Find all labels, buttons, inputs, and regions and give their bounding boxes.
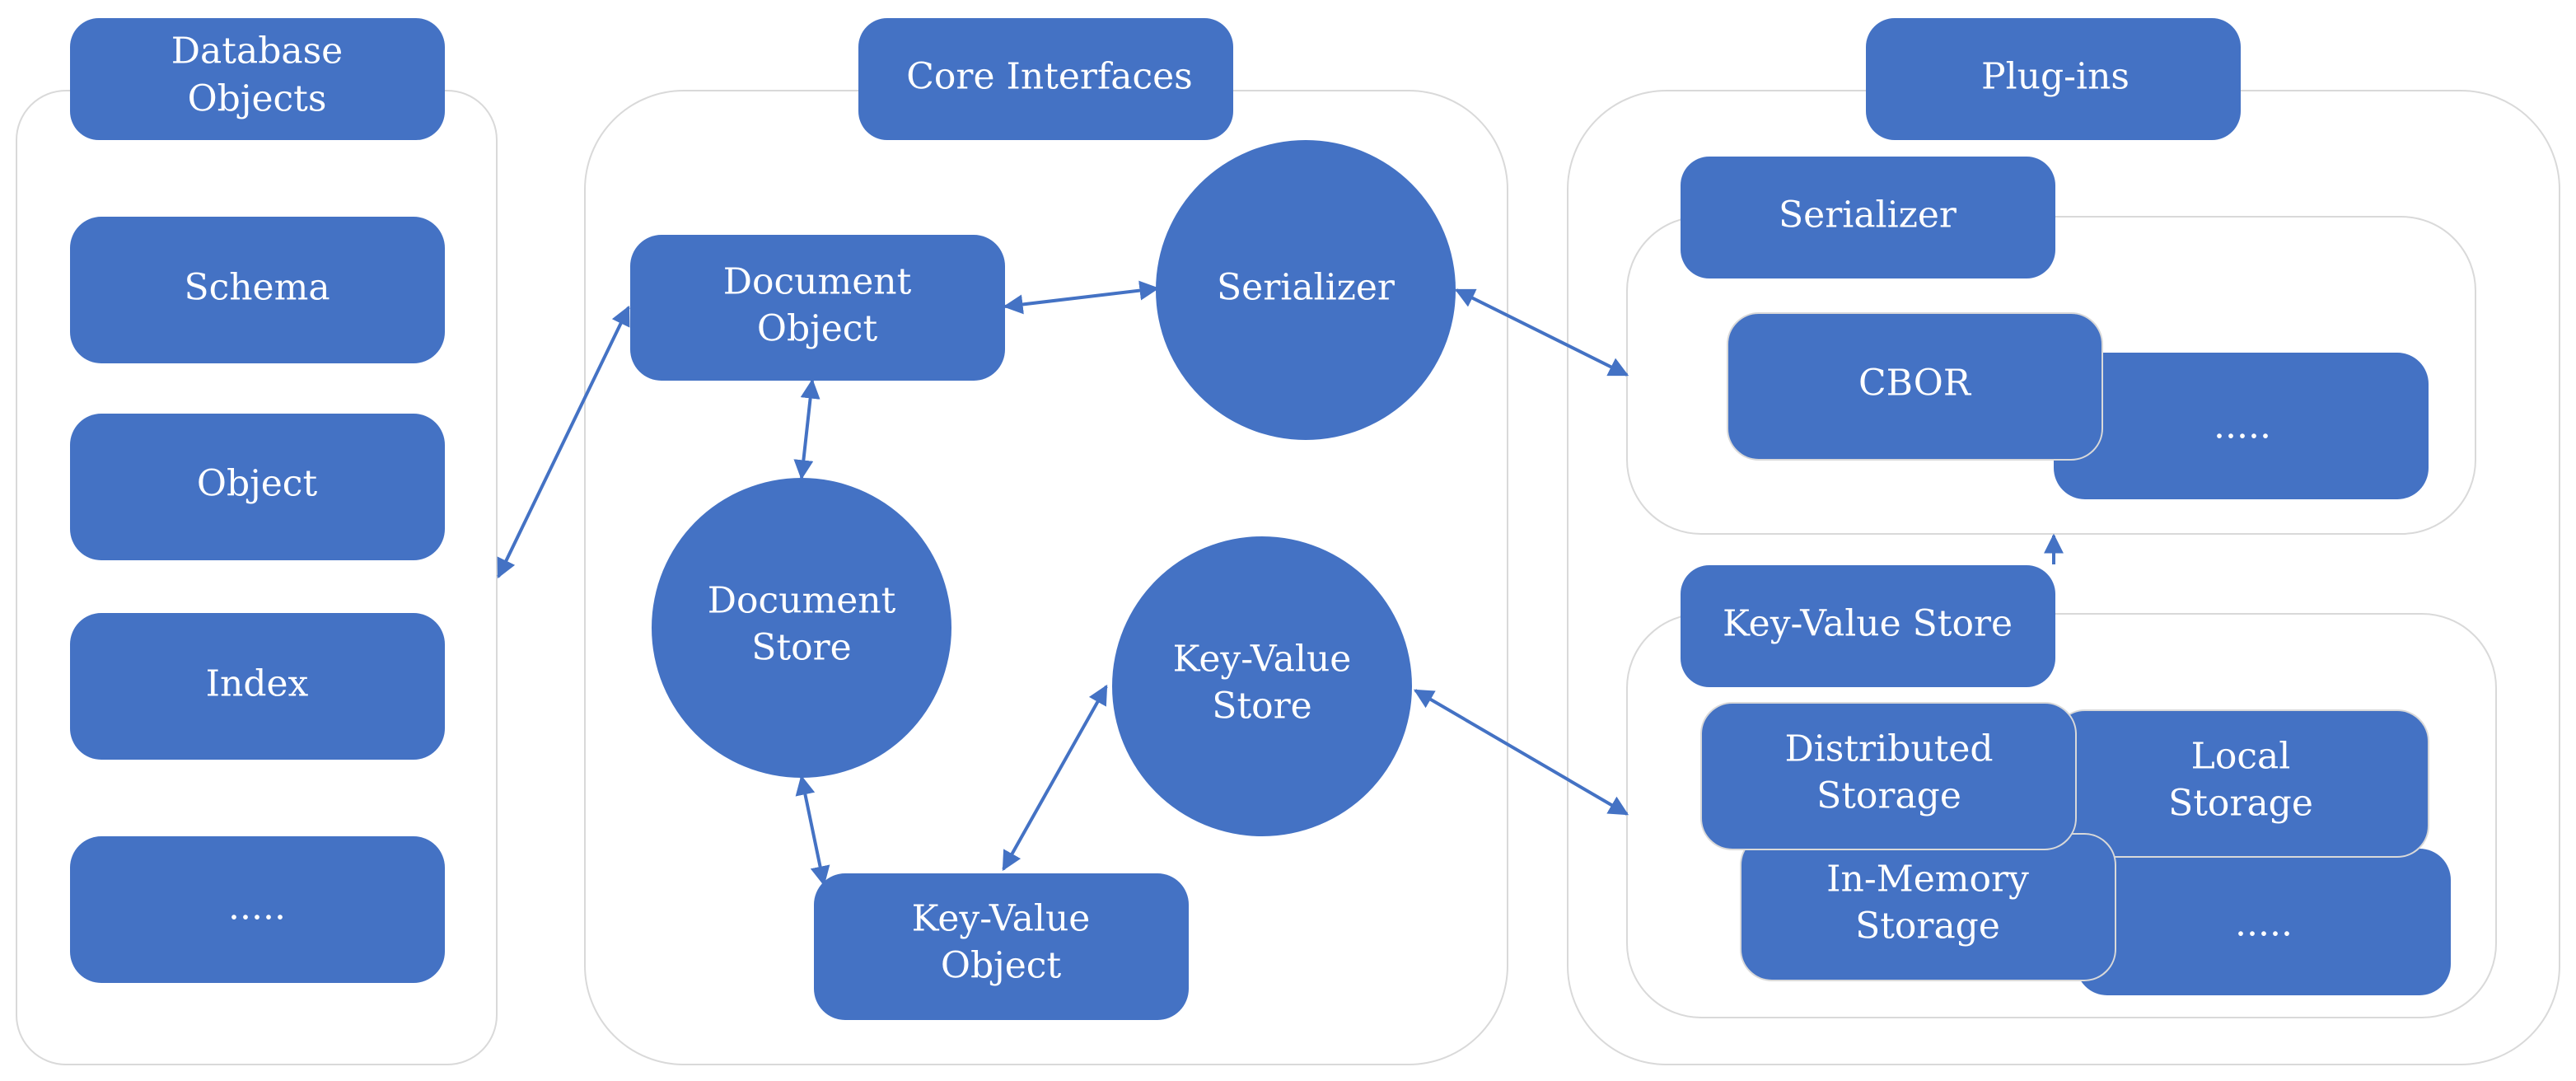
kv-more-label: ..... — [2235, 903, 2293, 945]
database-objects-more-node: ..... — [70, 836, 445, 983]
document-store-line2: Store — [751, 627, 851, 669]
database-objects-title-node: Database Objects — [70, 18, 445, 140]
connector-kvstore-plugins — [1413, 689, 1629, 816]
distributed-storage-node: Distributed Storage — [1700, 702, 2077, 850]
distributed-storage-line1: Distributed — [1784, 728, 1993, 770]
key-value-store-line2: Store — [1212, 686, 1311, 728]
index-label: Index — [206, 663, 309, 705]
object-node: Object — [70, 414, 445, 560]
distributed-storage-line2: Storage — [1816, 775, 1961, 817]
kv-plugins-container — [1626, 613, 2497, 1018]
serializer-label: Serializer — [1217, 267, 1396, 309]
connector-serializer-plugins — [1454, 288, 1629, 377]
connector-dbobjects-docobject — [497, 305, 630, 579]
in-memory-storage-line2: Storage — [1855, 906, 2000, 948]
document-object-line2: Object — [757, 308, 878, 350]
database-objects-title-line2: Objects — [188, 78, 327, 120]
in-memory-storage-node: In-Memory Storage — [1740, 833, 2116, 981]
database-objects-title-line1: Database — [171, 30, 343, 73]
document-store-line1: Document — [708, 580, 896, 622]
schema-label: Schema — [184, 267, 330, 309]
plugins-title-label: Plug-ins — [1981, 56, 2130, 98]
key-value-object-node: Key-Value Object — [814, 873, 1189, 1020]
index-node: Index — [70, 613, 445, 760]
serializer-plugins-title-node: Serializer — [1681, 157, 2055, 278]
key-value-store-node: Key-Value Store — [1112, 536, 1412, 836]
cbor-label: CBOR — [1858, 363, 1972, 405]
kv-plugins-title-label: Key-Value Store — [1723, 603, 2013, 645]
object-label: Object — [197, 463, 318, 505]
cbor-node: CBOR — [1727, 312, 2103, 461]
core-interfaces-title-node: Core Interfaces — [858, 18, 1233, 140]
connector-docobject-docstore — [793, 378, 820, 480]
document-object-line1: Document — [723, 261, 912, 303]
key-value-store-line1: Key-Value — [1173, 639, 1352, 681]
kv-plugins-title-node: Key-Value Store — [1681, 565, 2055, 687]
plugins-title-node: Plug-ins — [1866, 18, 2241, 140]
connector-docobject-serializer — [1003, 280, 1160, 315]
serializer-plugins-title-label: Serializer — [1779, 194, 1957, 236]
kv-more-node: ..... — [2076, 849, 2451, 995]
database-objects-more-label: ..... — [228, 887, 286, 929]
serializer-more-label: ..... — [2214, 405, 2271, 447]
core-interfaces-title-label: Core Interfaces — [906, 56, 1192, 98]
local-storage-node: Local Storage — [2053, 709, 2429, 858]
serializer-more-node: ..... — [2054, 353, 2429, 499]
in-memory-storage-line1: In-Memory — [1826, 859, 2029, 901]
document-object-node: Document Object — [630, 235, 1005, 381]
local-storage-line2: Storage — [2168, 783, 2313, 825]
document-store-node: Document Store — [652, 478, 951, 778]
serializer-node: Serializer — [1156, 140, 1456, 440]
key-value-object-line2: Object — [941, 945, 1062, 987]
schema-node: Schema — [70, 217, 445, 363]
connector-kvobject-kvstore — [1002, 684, 1108, 872]
connector-docstore-kvobject — [795, 774, 830, 887]
local-storage-line1: Local — [2191, 736, 2291, 778]
key-value-object-line1: Key-Value — [912, 898, 1091, 940]
